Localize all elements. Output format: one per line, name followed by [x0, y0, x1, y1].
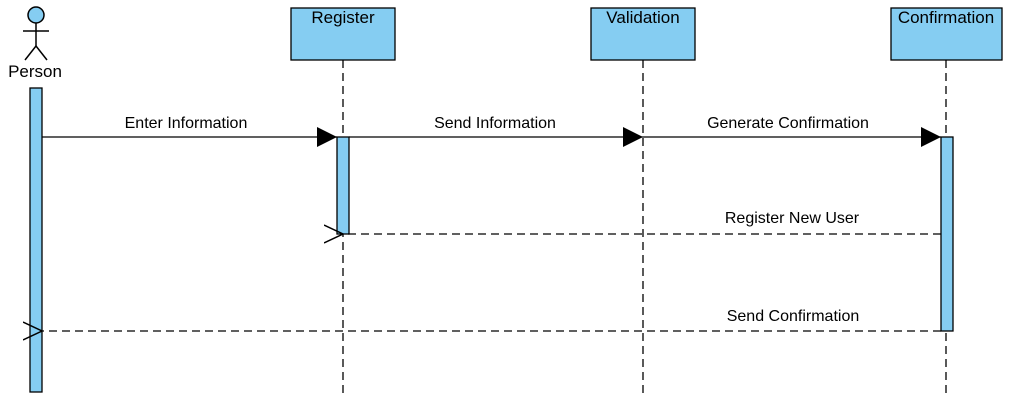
message-label: Send Information — [434, 115, 556, 132]
message-label: Register New User — [725, 210, 860, 227]
message-generate-confirmation[interactable]: Generate Confirmation — [643, 115, 941, 147]
stick-figure-icon — [23, 6, 49, 61]
participant-register-label: Register — [311, 8, 375, 27]
message-label: Send Confirmation — [727, 308, 860, 325]
message-send-information[interactable]: Send Information — [349, 115, 643, 147]
message-send-confirmation[interactable]: Send Confirmation — [42, 308, 941, 331]
participant-validation[interactable]: Validation — [590, 7, 696, 61]
message-register-new-user[interactable]: Register New User — [343, 210, 941, 234]
actor-person[interactable]: Person — [8, 6, 62, 81]
message-enter-information[interactable]: Enter Information — [42, 115, 337, 147]
participant-confirmation-label: Confirmation — [898, 8, 994, 27]
participant-validation-label: Validation — [606, 8, 679, 27]
message-label: Generate Confirmation — [707, 115, 869, 132]
participant-confirmation[interactable]: Confirmation — [890, 7, 1003, 61]
activation-person — [29, 87, 43, 393]
actor-label: Person — [8, 62, 62, 81]
activation-register — [336, 136, 350, 235]
activation-confirmation — [940, 136, 954, 332]
message-label: Enter Information — [125, 115, 248, 132]
participant-register[interactable]: Register — [290, 7, 396, 61]
